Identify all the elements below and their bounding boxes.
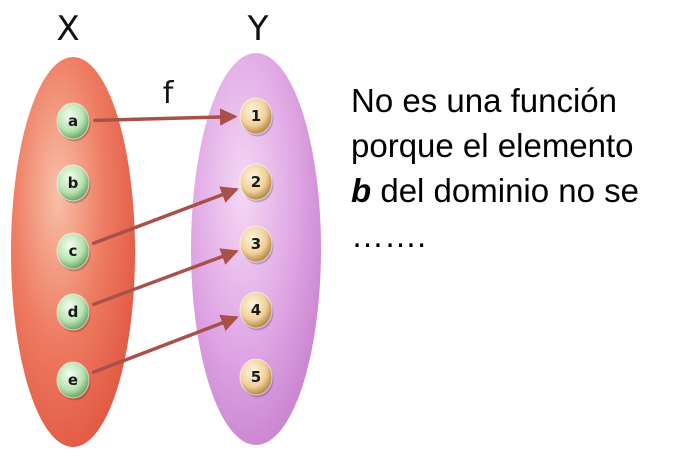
set-elements: a b c d e 1 2 3 4 5	[56, 97, 274, 401]
arrow-d-to-3	[91, 248, 239, 307]
explanation-text: No es una función porque el elemento b d…	[351, 78, 681, 258]
codomain-element-5: 5	[239, 358, 274, 398]
codomain-element-4: 4	[239, 291, 274, 331]
caption-line-3: b del dominio no se	[351, 168, 681, 213]
domain-element-label: d	[68, 303, 79, 321]
domain-element-label: e	[68, 371, 78, 389]
arrow-e-to-4	[91, 314, 239, 374]
codomain-element-label: 3	[251, 235, 261, 253]
caption-emphasis: b	[351, 172, 372, 209]
domain-element-c: c	[56, 232, 91, 272]
domain-element-label: b	[68, 174, 79, 192]
domain-element-label: a	[68, 112, 78, 130]
function-label: f	[163, 76, 175, 111]
codomain-element-2: 2	[239, 163, 274, 203]
caption-line-2: porque el elemento	[351, 127, 634, 164]
codomain-element-label: 1	[251, 107, 261, 125]
codomain-element-label: 5	[251, 368, 261, 386]
domain-element-label: c	[69, 242, 78, 260]
domain-element-e: e	[56, 361, 91, 401]
domain-element-a: a	[56, 102, 91, 142]
caption-line-1: No es una función	[351, 82, 618, 119]
codomain-element-label: 2	[251, 173, 261, 191]
arrow-c-to-2	[91, 186, 239, 245]
domain-element-d: d	[56, 293, 91, 333]
domain-set-label: X	[56, 9, 79, 49]
codomain-element-label: 4	[251, 301, 261, 319]
codomain-element-1: 1	[239, 97, 274, 137]
arrow-a-to-1	[93, 108, 238, 126]
codomain-element-3: 3	[239, 225, 274, 265]
codomain-set-label: Y	[247, 9, 269, 49]
caption-line-4: …….	[351, 217, 427, 254]
domain-element-b: b	[56, 164, 91, 204]
mapping-arrows	[91, 108, 239, 374]
caption-line-3-rest: del dominio no se	[371, 172, 640, 209]
